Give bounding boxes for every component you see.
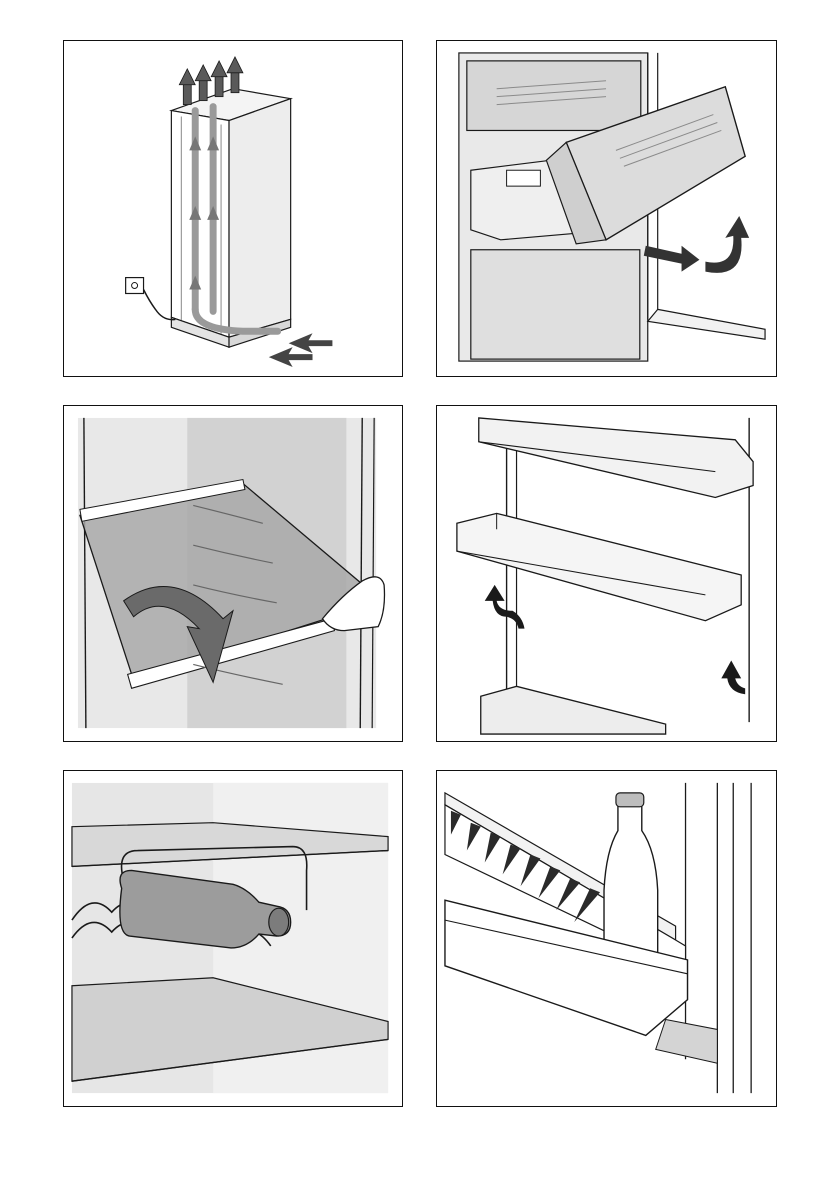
illustration-panel-door-shelf (436, 405, 777, 742)
illustration-panel-glass-shelf (63, 405, 403, 742)
wine-rack-illustration (64, 771, 402, 1106)
illustration-panel-freezer-drawer (436, 40, 777, 377)
bottle-rack-illustration (437, 771, 776, 1106)
door-shelf-illustration (437, 406, 776, 741)
illustration-panel-bottle-rack (436, 770, 777, 1107)
illustration-panel-wine-rack (63, 770, 403, 1107)
glass-shelf-illustration (64, 406, 402, 741)
freezer-drawer-illustration (437, 41, 776, 376)
airflow-illustration (64, 41, 402, 376)
illustration-panel-airflow (63, 40, 403, 377)
